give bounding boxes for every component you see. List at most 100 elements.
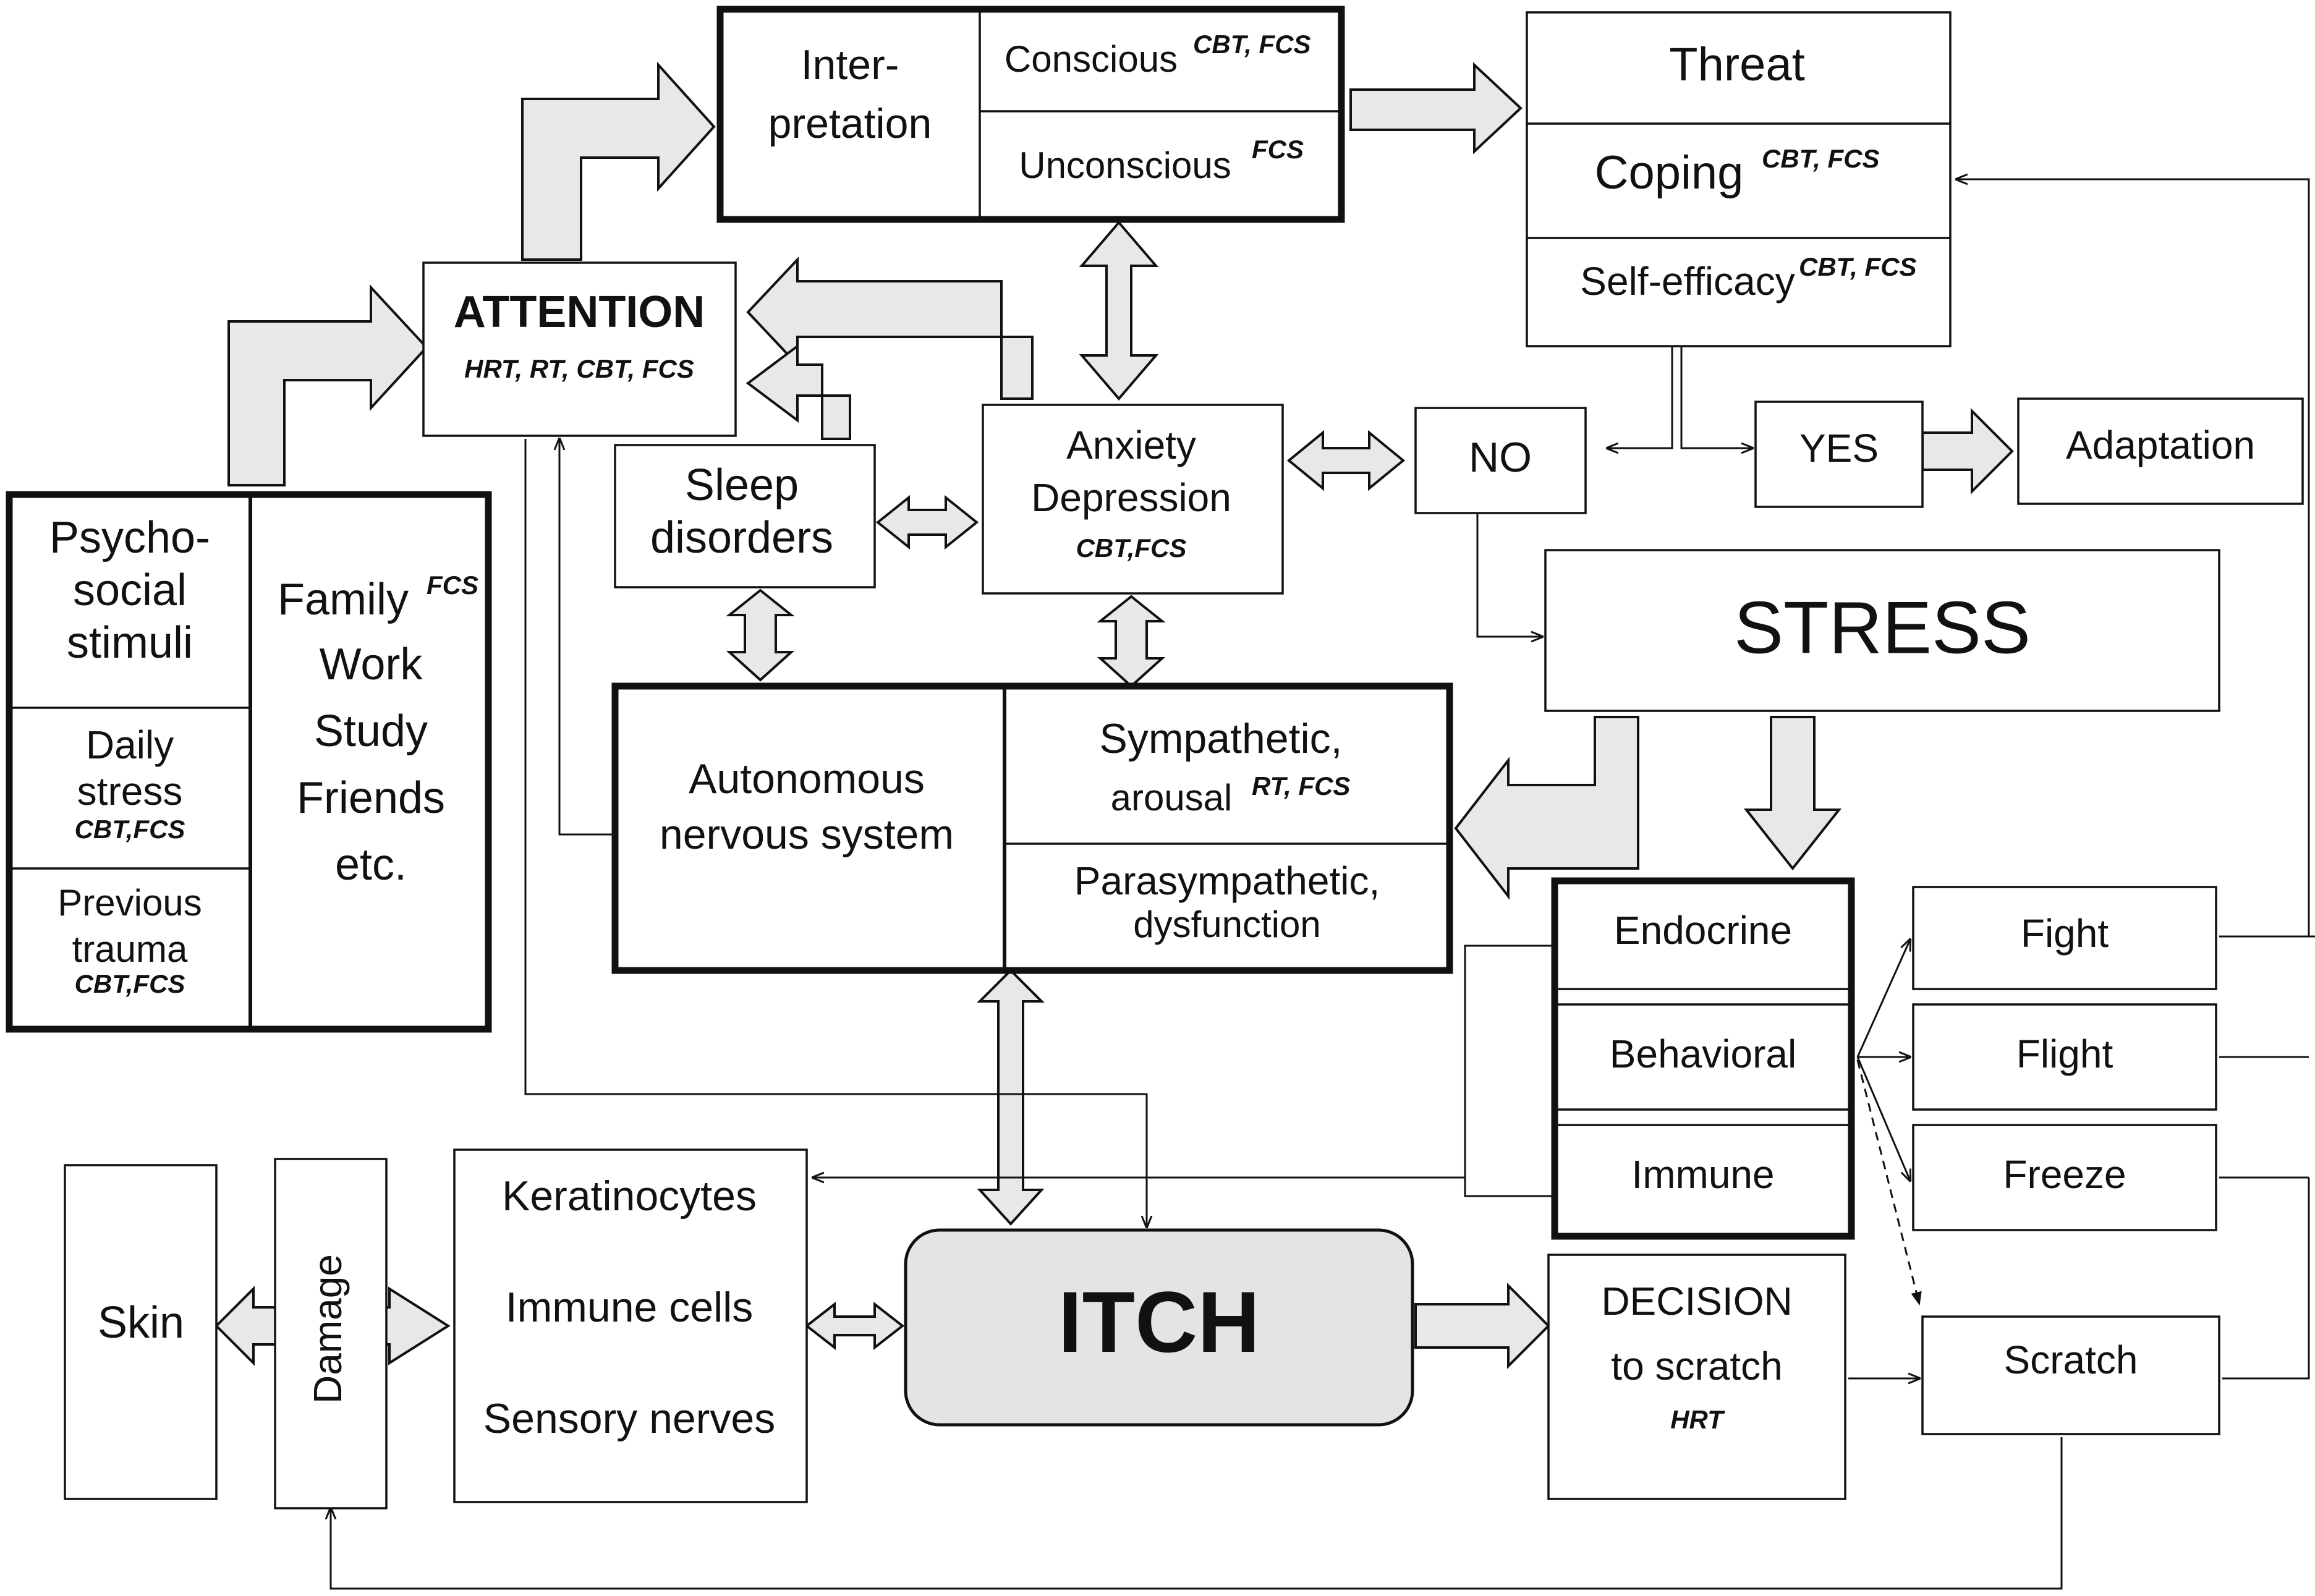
arrow-anxiety-no <box>1286 430 1406 491</box>
self-efficacy-label: Self-efficacy <box>1580 259 1795 303</box>
line-responses-bracket <box>1464 944 1552 1197</box>
line-behavioral-to-fight <box>1856 940 1910 1058</box>
no-box: NO <box>1414 407 1587 514</box>
yes-label: YES <box>1799 426 1879 470</box>
arrow-cells-itch <box>804 1301 905 1351</box>
scratch-box: Scratch <box>1921 1315 2220 1435</box>
fight-label: Fight <box>2021 911 2109 956</box>
adaptation-box: Adaptation <box>2017 397 2304 505</box>
endocrine-label: Endocrine <box>1614 908 1792 953</box>
depression-label: Depression <box>1031 475 1231 520</box>
sleep-line-2: disorders <box>650 513 833 562</box>
arousal-tags: RT, FCS <box>1252 771 1350 800</box>
keratinocytes-label: Keratinocytes <box>502 1173 757 1220</box>
scratch-label: Scratch <box>2004 1338 2138 1382</box>
daily-stress-line-1: Daily <box>86 723 174 767</box>
unconscious-tags: FCS <box>1252 135 1304 164</box>
appraisal-box: Threat Coping CBT, FCS Self-efficacy CBT… <box>1526 11 1952 347</box>
cells-box: Keratinocytes Immune cells Sensory nerve… <box>453 1148 808 1503</box>
decision-box: DECISION to scratch HRT <box>1547 1254 1846 1500</box>
responses-box: Endocrine Behavioral Immune <box>1551 877 1855 1240</box>
threat-label: Threat <box>1669 38 1805 91</box>
immune-cells-label: Immune cells <box>506 1284 754 1331</box>
arrow-itch-to-decision <box>1414 1283 1550 1369</box>
attention-tags: HRT, RT, CBT, FCS <box>464 354 694 383</box>
line-feedback-to-coping <box>1956 179 2315 938</box>
arrow-sleep-anxiety <box>875 495 979 550</box>
arrow-ans-itch <box>977 969 1045 1226</box>
work-label: Work <box>320 640 423 689</box>
psychosocial-line-2: social <box>73 566 187 615</box>
arrow-interpretation-anxiety <box>1079 220 1159 401</box>
coping-label: Coping <box>1595 146 1744 199</box>
immune-label: Immune <box>1631 1152 1774 1197</box>
itch-label: ITCH <box>1058 1273 1260 1370</box>
sensory-nerves-label: Sensory nerves <box>483 1395 775 1442</box>
friends-label: Friends <box>297 773 445 823</box>
sympathetic-label: Sympathetic, <box>1099 715 1342 762</box>
self-efficacy-tags: CBT, FCS <box>1799 252 1917 281</box>
sleep-line-1: Sleep <box>685 461 799 510</box>
conscious-tags: CBT, FCS <box>1193 30 1311 59</box>
conscious-label: Conscious <box>1005 38 1178 80</box>
arrow-attention-to-interpretation <box>521 61 716 261</box>
daily-stress-tags: CBT,FCS <box>75 815 185 844</box>
psychosocial-group: Psycho- social stimuli Daily stress CBT,… <box>6 491 492 1033</box>
parasympathetic-label: Parasympathetic, <box>1074 859 1380 903</box>
psychosocial-line-1: Psycho- <box>49 513 210 562</box>
anxiety-depression-box: Anxiety Depression CBT,FCS <box>982 404 1284 595</box>
family-label: Family <box>278 575 409 624</box>
line-behavioral-to-scratch <box>1856 1059 1922 1306</box>
arrow-sleep-to-attention <box>745 344 851 440</box>
behavioral-label: Behavioral <box>1610 1032 1796 1076</box>
previous-trauma-line-1: Previous <box>57 882 202 923</box>
arrow-yes-to-adaptation <box>1921 408 2014 495</box>
freeze-label: Freeze <box>2003 1152 2126 1197</box>
damage-label: Damage <box>305 1254 350 1404</box>
interpretation-line-1: Inter- <box>801 41 899 88</box>
decision-tags: HRT <box>1670 1405 1725 1434</box>
damage-box: Damage <box>274 1158 388 1509</box>
interpretation-box: Inter- pretation Conscious CBT, FCS Unco… <box>716 6 1345 223</box>
decision-line-1: DECISION <box>1601 1279 1792 1323</box>
previous-trauma-tags: CBT,FCS <box>75 969 185 998</box>
arrow-anxiety-to-attention-upper <box>746 256 1034 400</box>
sleep-disorders-box: Sleep disorders <box>614 444 876 588</box>
yes-box: YES <box>1754 401 1924 508</box>
etc-label: etc. <box>335 840 407 889</box>
anxiety-label: Anxiety <box>1066 423 1196 467</box>
interpretation-line-2: pretation <box>768 100 932 147</box>
family-tags: FCS <box>427 571 478 600</box>
line-behavioral-to-freeze <box>1856 1056 1910 1181</box>
fight-box: Fight <box>1912 886 2217 990</box>
line-scratch-feedback <box>2222 1178 2310 1380</box>
adaptation-label: Adaptation <box>2066 423 2255 467</box>
psychosocial-line-3: stimuli <box>67 618 193 668</box>
dysfunction-label: dysfunction <box>1133 904 1321 945</box>
arrow-interpretation-to-threat <box>1349 62 1523 155</box>
line-appraisal-to-yes <box>1680 346 1752 448</box>
line-scratch-to-damage <box>331 1437 2063 1590</box>
previous-trauma-line-2: trauma <box>72 928 188 970</box>
arrow-stress-to-responses <box>1743 716 1842 871</box>
stress-label: STRESS <box>1734 587 2031 669</box>
stress-box: STRESS <box>1544 549 2220 712</box>
attention-label: ATTENTION <box>454 287 705 337</box>
line-no-to-stress <box>1476 513 1542 637</box>
line-appraisal-to-no <box>1607 346 1673 448</box>
study-label: Study <box>314 707 428 756</box>
skin-label: Skin <box>98 1298 184 1348</box>
ans-box: Autonomous nervous system Sympathetic, a… <box>611 682 1453 974</box>
no-label: NO <box>1469 434 1532 481</box>
ans-line-1: Autonomous <box>689 755 925 802</box>
freeze-box: Freeze <box>1912 1124 2217 1231</box>
flight-box: Flight <box>1912 1003 2217 1111</box>
decision-line-2: to scratch <box>1611 1344 1782 1388</box>
unconscious-label: Unconscious <box>1019 145 1231 186</box>
flight-label: Flight <box>2016 1032 2113 1076</box>
arrow-psychosocial-to-attention <box>227 284 428 486</box>
arrow-sleep-ans <box>726 588 795 682</box>
ans-line-2: nervous system <box>660 811 954 858</box>
line-attention-to-itch <box>524 439 1147 1227</box>
